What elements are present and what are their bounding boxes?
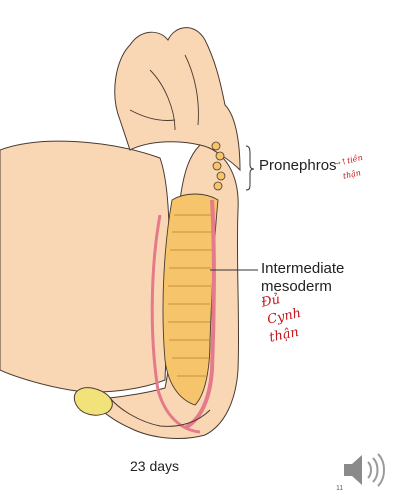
mesoderm-segment-lines [168, 214, 214, 377]
tail-curl [109, 397, 211, 427]
embryo-head [114, 27, 241, 172]
intermediate-mesoderm-label: Intermediate mesoderm [261, 260, 344, 296]
pronephros-bracket [245, 145, 255, 191]
age-caption: 23 days [130, 458, 180, 474]
pronephros-label: Pronephros [259, 157, 337, 174]
nephric-duct [183, 199, 216, 430]
intermediate-label-line2: mesoderm [261, 278, 332, 295]
page-number: 11 [336, 485, 344, 492]
pronephros-beads [211, 141, 226, 191]
nephric-duct-outer [150, 214, 201, 434]
intermediate-mesoderm-band [162, 193, 219, 406]
embryo-body [0, 140, 170, 393]
yolk-stalk [73, 387, 113, 416]
speaker-icon[interactable] [344, 453, 385, 487]
intermediate-label-line1: Intermediate [261, 260, 345, 277]
head-fold-line [129, 54, 199, 131]
